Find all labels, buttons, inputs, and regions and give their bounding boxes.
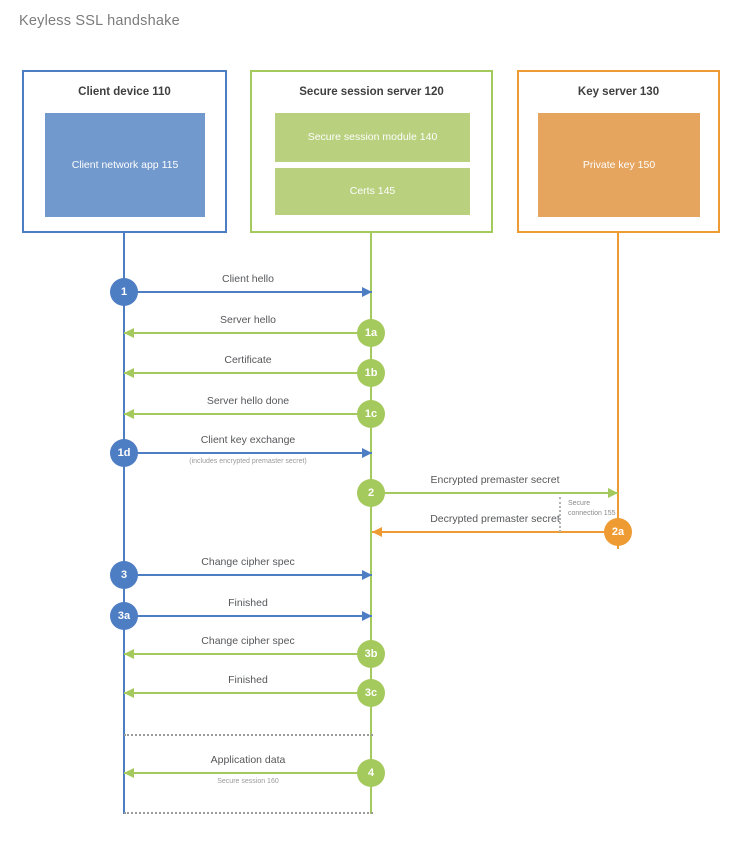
arrowhead-right-icon <box>362 570 372 580</box>
arrowhead-left-icon <box>124 649 134 659</box>
arrow-line <box>372 531 618 533</box>
arrow-line <box>124 372 372 374</box>
msg-change-cipher-spec-server: Change cipher spec <box>124 635 372 659</box>
arrowhead-right-icon <box>362 287 372 297</box>
arrow-line <box>124 692 372 694</box>
arrowhead-right-icon <box>362 448 372 458</box>
msg-application-data: Application data Secure session 160 <box>124 754 372 785</box>
actor-secure-session-server: Secure session server 120 Secure session… <box>250 70 493 233</box>
lifeline-server <box>370 233 372 814</box>
badge-step-1d: 1d <box>110 439 138 467</box>
msg-encrypted-premaster-secret: Encrypted premaster secret <box>372 474 618 498</box>
secure-connection-label: Secure connection 155 <box>568 500 616 518</box>
arrowhead-left-icon <box>124 688 134 698</box>
badge-step-4: 4 <box>357 759 385 787</box>
actor-key-title: Key server 130 <box>577 86 660 98</box>
msg-decrypted-premaster-secret: Decrypted premaster secret <box>372 513 618 537</box>
msg-client-key-exchange: Client key exchange (includes encrypted … <box>124 434 372 465</box>
badge-step-1a: 1a <box>357 319 385 347</box>
diagram-title: Keyless SSL handshake <box>19 13 180 29</box>
arrow-line <box>124 413 372 415</box>
msg-sublabel: (includes encrypted premaster secret) <box>189 458 307 465</box>
badge-step-1c: 1c <box>357 400 385 428</box>
module-certs: Certs 145 <box>275 168 470 215</box>
arrowhead-left-icon <box>124 328 134 338</box>
badge-step-3: 3 <box>110 561 138 589</box>
arrowhead-right-icon <box>608 488 618 498</box>
msg-certificate: Certificate <box>124 354 372 378</box>
badge-step-1b: 1b <box>357 359 385 387</box>
msg-server-hello: Server hello <box>124 314 372 338</box>
module-client-network-app-label: Client network app 115 <box>71 158 179 171</box>
arrow-line <box>124 615 372 617</box>
badge-step-3a: 3a <box>110 602 138 630</box>
msg-client-hello: Client hello <box>124 273 372 297</box>
arrow-line <box>372 492 618 494</box>
module-client-network-app: Client network app 115 <box>45 113 205 217</box>
session-separator-top <box>124 734 373 736</box>
badge-step-3c: 3c <box>357 679 385 707</box>
arrowhead-left-icon <box>124 368 134 378</box>
msg-change-cipher-spec-client: Change cipher spec <box>124 556 372 580</box>
arrow-line <box>124 574 372 576</box>
secure-connection-dotted-line <box>559 497 561 532</box>
module-private-key: Private key 150 <box>538 113 700 217</box>
msg-finished-client: Finished <box>124 597 372 621</box>
arrowhead-left-icon <box>124 409 134 419</box>
actor-key-server: Key server 130 Private key 150 <box>517 70 720 233</box>
arrow-line <box>124 772 372 774</box>
arrowhead-left-icon <box>372 527 382 537</box>
arrowhead-right-icon <box>362 611 372 621</box>
badge-step-1: 1 <box>110 278 138 306</box>
lifeline-client <box>123 233 125 814</box>
lifeline-key-server <box>617 233 619 549</box>
msg-finished-server: Finished <box>124 674 372 698</box>
module-secure-session: Secure session module 140 <box>275 113 470 162</box>
arrow-line <box>124 452 372 454</box>
arrow-line <box>124 653 372 655</box>
actor-client-title: Client device 110 <box>78 86 171 98</box>
arrow-line <box>124 291 372 293</box>
msg-sublabel: Secure session 160 <box>217 778 279 785</box>
arrow-line <box>124 332 372 334</box>
badge-step-2a: 2a <box>604 518 632 546</box>
badge-step-3b: 3b <box>357 640 385 668</box>
session-separator-bottom <box>124 812 373 814</box>
badge-step-2: 2 <box>357 479 385 507</box>
actor-client-device: Client device 110 Client network app 115 <box>22 70 227 233</box>
actor-server-title: Secure session server 120 <box>299 86 444 98</box>
arrowhead-left-icon <box>124 768 134 778</box>
msg-server-hello-done: Server hello done <box>124 395 372 419</box>
